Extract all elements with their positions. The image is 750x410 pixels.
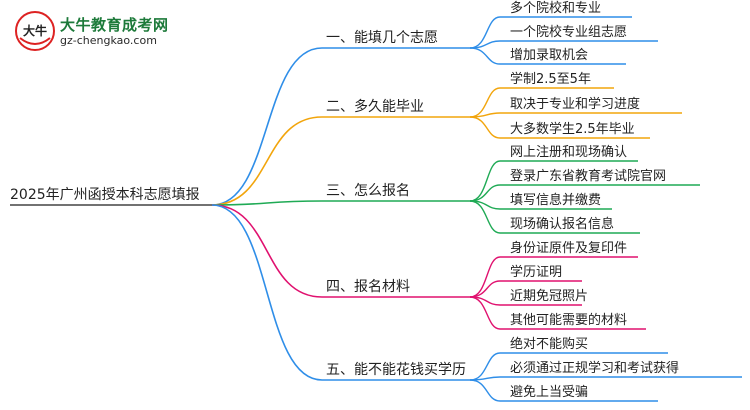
leaf-label: 学制2.5至5年 [510, 71, 591, 87]
branch-connector [211, 200, 323, 206]
branch-label: 一、能填几个志愿 [326, 30, 438, 46]
leaf-connector [469, 116, 501, 139]
leaf-label: 一个院校专业组志愿 [510, 24, 627, 40]
leaf-connector [469, 256, 501, 298]
leaf-connector [469, 184, 501, 202]
branch-label: 四、报名材料 [326, 279, 410, 295]
leaf-connector [469, 200, 501, 234]
site-name: 大牛教育成考网 [60, 16, 169, 34]
leaf-label: 增加录取机会 [510, 48, 588, 63]
leaf-connector [469, 280, 501, 298]
leaf-label: 填写信息并缴费 [510, 192, 601, 208]
leaf-label: 避免上当受骗 [510, 385, 588, 400]
leaf-connector [469, 112, 501, 118]
leaf-label: 其他可能需要的材料 [510, 312, 627, 328]
leaf-connector [469, 296, 501, 330]
root-topic: 2025年广州函授本科志愿填报 [10, 187, 200, 203]
leaf-label: 现场确认报名信息 [510, 216, 614, 232]
leaf-label: 身份证原件及复印件 [510, 240, 627, 256]
svg-text:大牛: 大牛 [23, 23, 47, 38]
leaf-label: 学历证明 [510, 264, 562, 280]
leaf-label: 大多数学生2.5年毕业 [510, 121, 635, 137]
leaf-connector [469, 160, 501, 202]
leaf-label: 必须通过正规学习和考试获得 [510, 360, 679, 376]
branch-connector [211, 116, 323, 206]
leaf-label: 登录广东省教育考试院官网 [510, 168, 666, 184]
leaf-label: 近期免冠照片 [510, 289, 588, 304]
leaf-label: 多个院校和专业 [510, 0, 601, 16]
leaf-connector [469, 352, 501, 381]
branch-connector [211, 47, 323, 206]
branch-connector [211, 204, 323, 298]
leaf-label: 绝对不能购买 [510, 336, 588, 352]
branch-label: 五、能不能花钱买学历 [326, 362, 466, 378]
site-url: gz-chengkao.com [60, 34, 157, 47]
branch-label: 三、怎么报名 [326, 183, 410, 199]
branch-label: 二、多久能毕业 [326, 98, 424, 115]
leaf-label: 网上注册和现场确认 [510, 145, 627, 160]
leaf-connector [469, 379, 501, 402]
leaf-connector [469, 47, 501, 65]
leaf-connector [469, 16, 501, 49]
logo-badge-icon: 大牛 [15, 11, 55, 51]
leaf-connector [469, 376, 501, 381]
branch-connector [211, 204, 323, 381]
site-logo: 大牛 大牛教育成考网 gz-chengkao.com [14, 10, 214, 56]
leaf-connector [469, 87, 501, 118]
leaf-label: 取决于专业和学习进度 [510, 96, 640, 112]
